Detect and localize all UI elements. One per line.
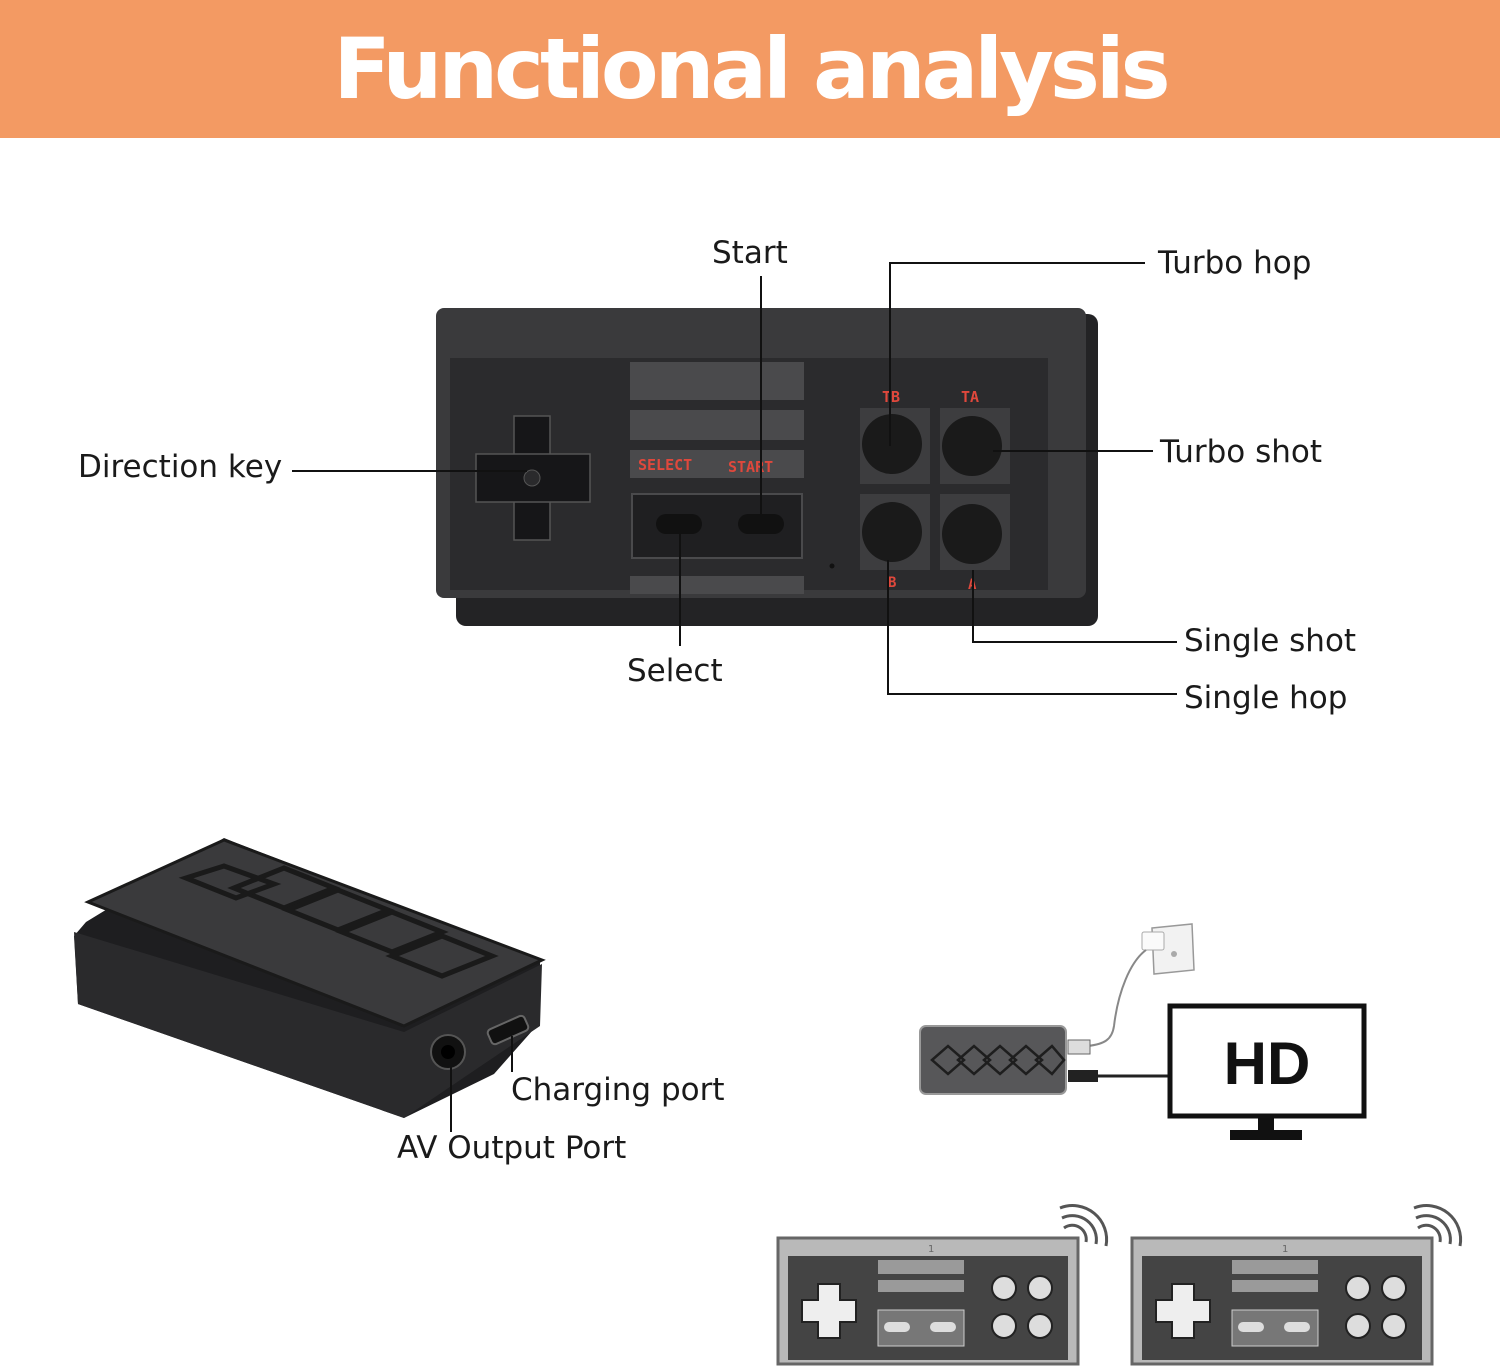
single-hop-label: Single hop (1184, 680, 1348, 716)
gamepad-illustration: SELECT START TB TA B A (436, 308, 1098, 626)
single-shot-leader-h (972, 641, 1177, 643)
start-leader-line (760, 276, 762, 522)
start-button[interactable] (738, 514, 784, 534)
connection-diagram: HD (919, 923, 1367, 1140)
tb-button[interactable] (862, 414, 922, 474)
av-port-leader-line (450, 1066, 452, 1132)
turbo-hop-leader-h (889, 262, 1145, 264)
d-pad[interactable] (475, 415, 591, 541)
b-text: B (888, 575, 896, 591)
direction-key-leader-line (292, 470, 527, 472)
receiver-dongle-icon (919, 1025, 1067, 1095)
turbo-shot-label: Turbo shot (1160, 434, 1323, 470)
select-text: SELECT (638, 456, 692, 474)
av-output-port-label: AV Output Port (397, 1130, 627, 1166)
single-hop-leader-v (887, 560, 889, 694)
mini-controller-1: 1 (776, 1204, 1109, 1366)
tb-text: TB (882, 388, 900, 406)
select-label: Select (627, 653, 723, 689)
direction-key-label: Direction key (78, 449, 283, 485)
turbo-hop-leader-v (889, 263, 891, 446)
tv-icon (1167, 1003, 1367, 1140)
turbo-hop-label: Turbo hop (1158, 245, 1312, 281)
mini-controller-2-number: 1 (1282, 1244, 1288, 1255)
header-banner: Functional analysis (0, 0, 1500, 138)
b-button[interactable] (862, 502, 922, 562)
receiver-dongle-illustration (74, 838, 546, 1118)
tv-hd-text: HD (1224, 1030, 1311, 1097)
single-shot-leader-v (972, 570, 974, 642)
a-button[interactable] (942, 504, 1002, 564)
turbo-shot-leader-line (993, 450, 1153, 452)
start-text: START (728, 458, 773, 476)
ta-button[interactable] (942, 416, 1002, 476)
mini-controller-2: 1 (1130, 1204, 1463, 1366)
mini-controller-1-number: 1 (928, 1244, 934, 1255)
select-leader-line (679, 522, 681, 646)
ta-text: TA (961, 388, 979, 406)
charging-port-label: Charging port (511, 1072, 725, 1108)
start-label: Start (712, 235, 788, 271)
charging-port-leader-line (511, 1036, 513, 1072)
single-hop-leader-h (887, 693, 1177, 695)
wall-socket-icon (1141, 923, 1195, 975)
page-title: Functional analysis (333, 20, 1170, 118)
single-shot-label: Single shot (1184, 623, 1357, 659)
